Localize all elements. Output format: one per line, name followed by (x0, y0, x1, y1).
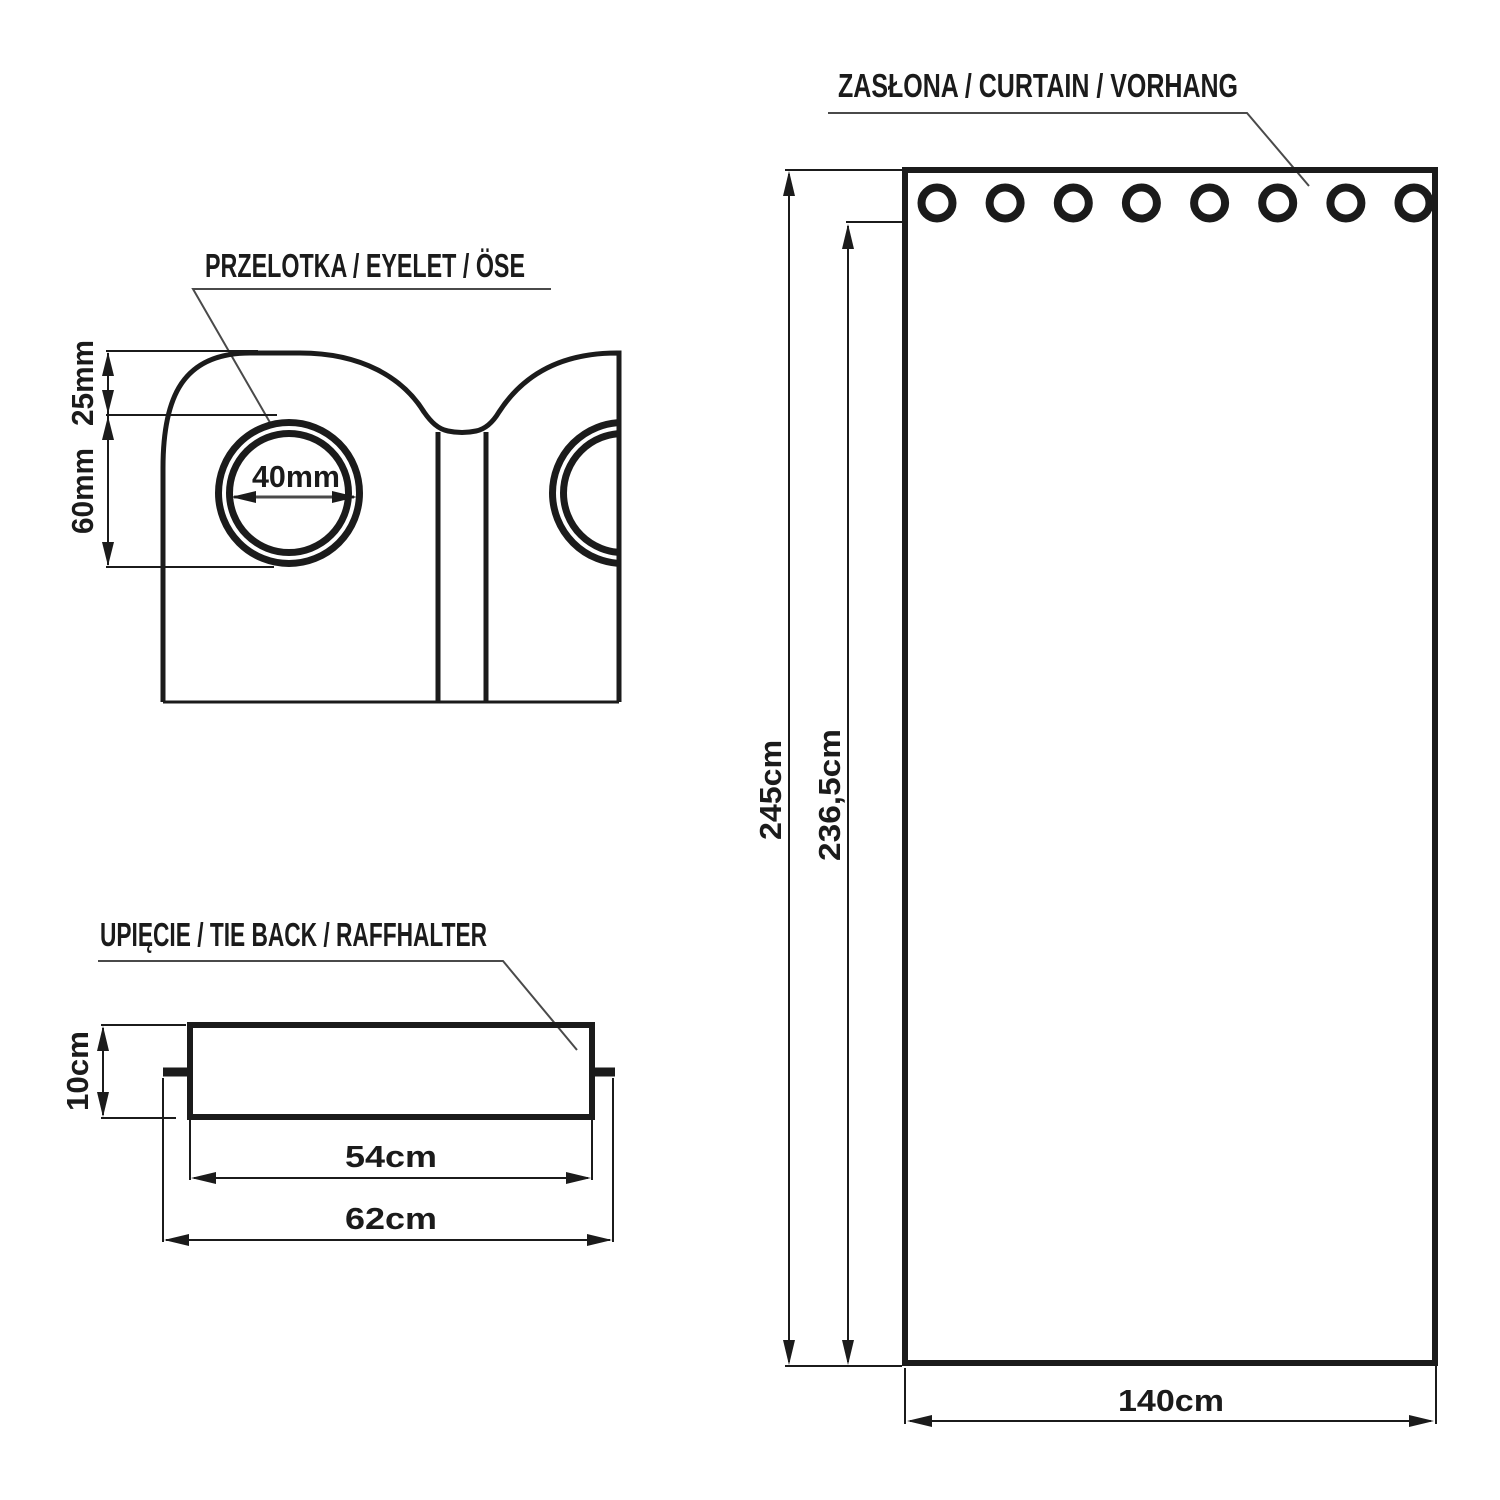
eyelet-detail-drawing: PRZELOTKA / EYELET / ÖSE 25mm 60mm (65, 247, 622, 704)
dim-below-eyelets-value: 236,5cm (812, 729, 847, 861)
dimension-tieback-inner-width: 54cm (189, 1120, 593, 1184)
dimension-curtain-width: 140cm (904, 1366, 1437, 1427)
curtain-eyelet (985, 183, 1025, 223)
eyelet-outer-ring (215, 419, 363, 567)
dim-total-height-value: 245cm (753, 740, 788, 840)
dim-10cm-value: 10cm (60, 1031, 95, 1111)
curtain-label: ZASŁONA / CURTAIN / VORHANG (838, 67, 1238, 104)
dimension-total-height: 245cm (753, 169, 902, 1367)
dim-60mm-value: 60mm (65, 448, 100, 534)
curtain-eyelet (1326, 183, 1366, 223)
dim-curtain-width-value: 140cm (1118, 1383, 1224, 1418)
eyelet-inner-ring (226, 430, 352, 556)
dimension-tieback-outer-width: 62cm (162, 1078, 614, 1246)
dim-54cm-value: 54cm (345, 1139, 437, 1174)
curtain-eyelet (1121, 183, 1161, 223)
curtain-outline (902, 167, 1438, 1366)
curtain-header-outline (160, 350, 622, 702)
curtain-panel-drawing: ZASŁONA / CURTAIN / VORHANG 245cm 236,5c… (753, 67, 1438, 1427)
dimension-height-below-eyelets: 236,5cm (812, 221, 902, 1365)
dimension-tieback-height: 10cm (60, 1024, 186, 1119)
curtain-eyelet (1053, 183, 1093, 223)
eyelet-detail-label: PRZELOTKA / EYELET / ÖSE (205, 247, 525, 284)
curtain-eyelet (917, 183, 957, 223)
curtain-eyelet (1258, 183, 1298, 223)
curtain-eyelet-row (917, 183, 1434, 223)
dim-62cm-value: 62cm (345, 1201, 437, 1236)
curtain-eyelet (1190, 183, 1230, 223)
dim-40mm-value: 40mm (252, 459, 340, 494)
eyelet-partial-right (549, 419, 617, 567)
tieback-label: UPIĘCIE / TIE BACK / RAFFHALTER (100, 916, 487, 953)
tieback-leader-line (98, 960, 578, 1051)
dim-25mm-value: 25mm (65, 340, 100, 426)
tieback-outline (187, 1022, 595, 1120)
curtain-leader-line (828, 112, 1310, 187)
eyelet-leader-line (191, 288, 551, 427)
tieback-detail-drawing: UPIĘCIE / TIE BACK / RAFFHALTER 10cm 54c… (60, 916, 615, 1246)
dimension-eyelet-inner-diameter: 40mm (231, 459, 357, 503)
curtain-eyelet (1394, 183, 1434, 223)
dimension-eyelet-offsets: 25mm 60mm (65, 340, 277, 568)
